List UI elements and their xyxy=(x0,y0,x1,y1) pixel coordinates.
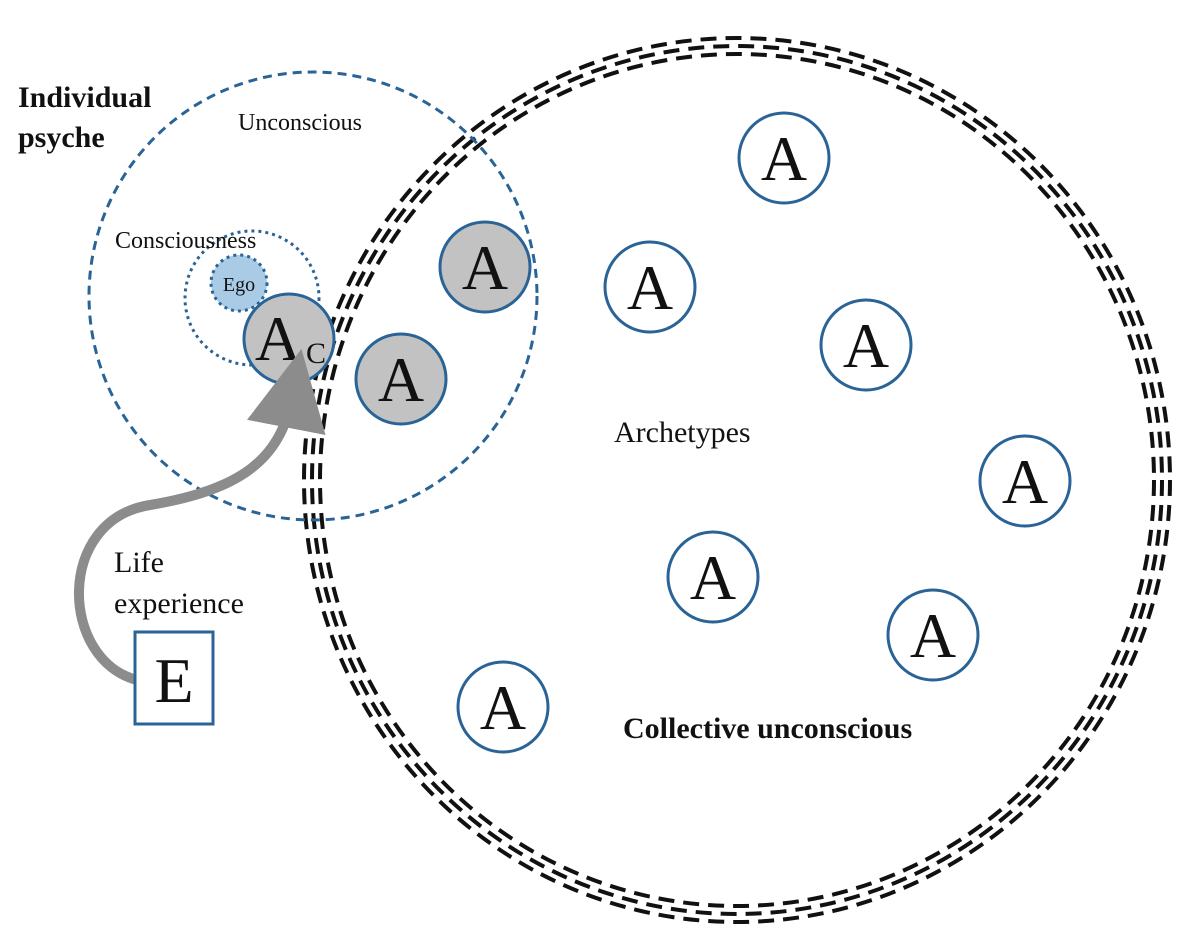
archetype-letter: A xyxy=(1002,446,1048,517)
archetype-letter: A xyxy=(761,123,807,194)
archetype-letter: A xyxy=(627,252,673,323)
archetype-letter: A xyxy=(378,344,424,415)
unconscious-label: Unconscious xyxy=(238,110,362,136)
collective-archetype: A xyxy=(737,111,831,205)
complex-archetype: A C xyxy=(242,292,336,386)
individual-psyche-boundary xyxy=(87,70,539,522)
archetype-letter: A xyxy=(843,310,889,381)
archetype-letter: A xyxy=(462,232,508,303)
archetype-letter: A xyxy=(480,672,526,743)
collective-archetype: A xyxy=(603,240,697,334)
archetypes-label: Archetypes xyxy=(614,416,751,449)
experience-letter: E xyxy=(154,645,193,716)
personal-archetype: A xyxy=(438,220,532,314)
collective-unconscious-label: Collective unconscious xyxy=(623,712,912,745)
life-experience-label-line-2: experience xyxy=(114,587,244,620)
personal-archetype: A xyxy=(354,332,448,426)
consciousness-label: Consciousness xyxy=(115,228,256,254)
ego-label: Ego xyxy=(223,274,255,296)
archetype-letter: A xyxy=(690,542,736,613)
collective-archetype: A xyxy=(978,434,1072,528)
collective-archetype: A xyxy=(819,298,913,392)
collective-archetype: A xyxy=(666,530,760,624)
collective-archetype: A xyxy=(886,588,980,682)
complex-letter: A xyxy=(255,303,301,374)
collective-archetype: A xyxy=(456,660,550,754)
life-experience-label-line-1: Life xyxy=(114,546,164,579)
complex-subscript: C xyxy=(306,337,326,370)
title-line-2: psyche xyxy=(18,121,105,154)
experience-box: E xyxy=(133,630,215,726)
ego-circle xyxy=(209,253,269,313)
archetype-letter: A xyxy=(910,600,956,671)
life-experience-arrow xyxy=(74,348,326,685)
collective-unconscious-boundary xyxy=(302,36,1172,924)
title-line-1: Individual xyxy=(18,81,151,114)
